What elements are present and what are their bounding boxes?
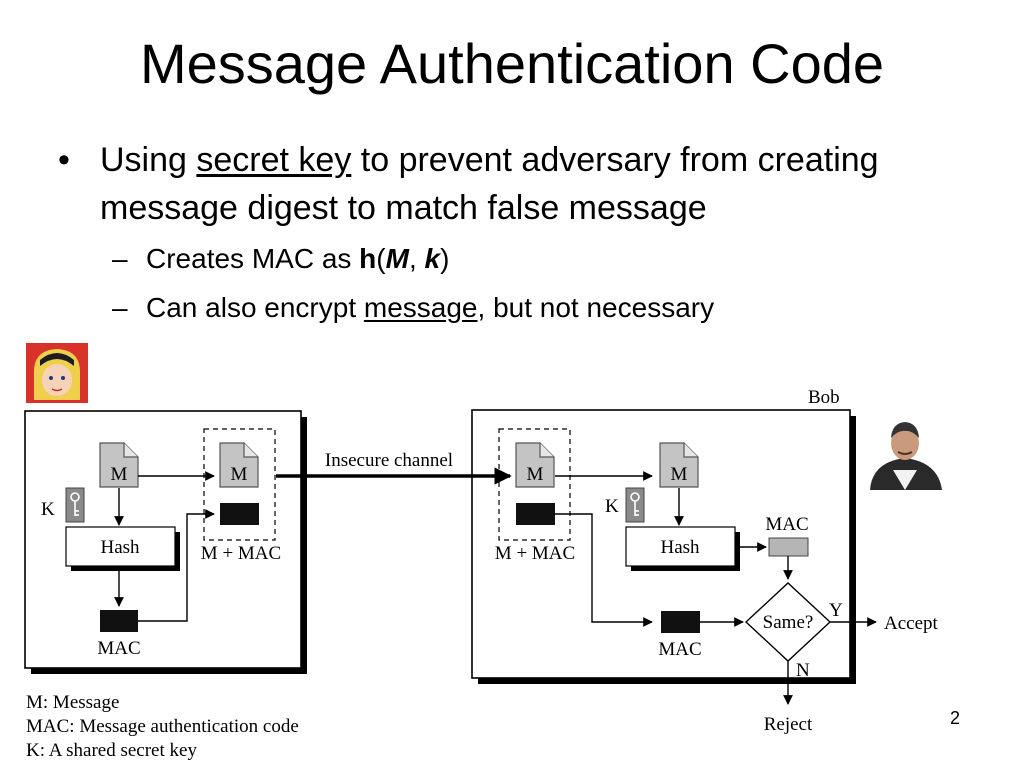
- compare-label: Same?: [763, 612, 814, 633]
- alice-avatar: [26, 343, 88, 403]
- sub-bullet-encrypt: – Can also encrypt message, but not nece…: [112, 290, 715, 326]
- sender-mac-label: MAC: [97, 638, 140, 659]
- formula-open: (: [376, 243, 386, 274]
- sub-bullet-marker: –: [112, 243, 128, 274]
- sub-bullet-creates-mac: – Creates MAC as h(M, k): [112, 241, 450, 277]
- sub-bullet-message: message: [363, 292, 478, 323]
- formula-arg-k: k: [424, 243, 441, 274]
- computed-mac-label: MAC: [765, 514, 808, 535]
- bullet-secret-key: secret key: [196, 141, 352, 179]
- formula-sep: ,: [408, 243, 425, 274]
- receiver-hash-label: Hash: [660, 537, 700, 558]
- receiver-mac-bundle: [498, 428, 571, 541]
- sender-bundle-doc-label: M: [231, 464, 248, 485]
- sub-bullet-suffix: , but not necessary: [477, 292, 715, 323]
- bullet-marker: •: [58, 141, 70, 179]
- accept-label: Accept: [884, 613, 939, 634]
- sender-mac-bundle: [203, 428, 276, 541]
- formula-arg-m: M: [385, 243, 409, 274]
- sender-m-plus-mac-label: M + MAC: [201, 543, 281, 564]
- bob-label: Bob: [808, 387, 840, 408]
- received-mac-label: MAC: [658, 639, 701, 660]
- bullet-item: • Using secret key to prevent adversary …: [58, 136, 1020, 232]
- sub-bullet-prefix: Creates MAC as: [146, 243, 360, 274]
- sender-bundle-mac: [220, 503, 259, 525]
- sender-hash-label: Hash: [100, 537, 140, 558]
- no-label: N: [796, 660, 810, 681]
- computed-mac-block: [768, 537, 809, 557]
- formula-function: h: [359, 243, 377, 274]
- receiver-m-plus-mac-label: M + MAC: [495, 543, 575, 564]
- legend-item: MAC: Message authentication code: [26, 716, 299, 737]
- legend-item: M: Message: [26, 692, 119, 713]
- receiver-key-label: K: [605, 496, 619, 517]
- sub-bullet-marker: –: [112, 292, 128, 323]
- yes-label: Y: [829, 600, 843, 621]
- sender-key-label: K: [41, 499, 55, 520]
- sender-key-icon: [65, 487, 85, 523]
- bullet-text-after: to prevent adversary from creating messa…: [100, 141, 879, 227]
- receiver-hash-box: [625, 526, 736, 567]
- receiver-bundle-doc-label: M: [527, 464, 544, 485]
- sender-mac-block: [100, 610, 138, 632]
- slide-title: Message Authentication Code: [139, 32, 885, 95]
- bob-avatar: [870, 422, 942, 490]
- mac-diagram: Bob M K Hash MAC M M + MAC Insecure chan…: [24, 343, 942, 761]
- receiver-key-icon: [625, 487, 645, 523]
- slide-number: 2: [950, 708, 961, 728]
- receiver-message-label: M: [671, 464, 688, 485]
- reject-label: Reject: [764, 714, 813, 735]
- sender-hash-box: [65, 526, 176, 567]
- legend-item: K: A shared secret key: [26, 740, 197, 761]
- sender-message-label: M: [111, 464, 128, 485]
- receiver-bundle-mac: [516, 503, 555, 525]
- received-mac-block: [661, 611, 700, 633]
- sub-bullet-prefix: Can also encrypt: [146, 292, 364, 323]
- formula-close: ): [440, 243, 450, 274]
- insecure-channel-label: Insecure channel: [325, 450, 453, 471]
- bullet-text-before: Using: [100, 141, 197, 179]
- diagram-legend: M: Message MAC: Message authentication c…: [26, 692, 299, 761]
